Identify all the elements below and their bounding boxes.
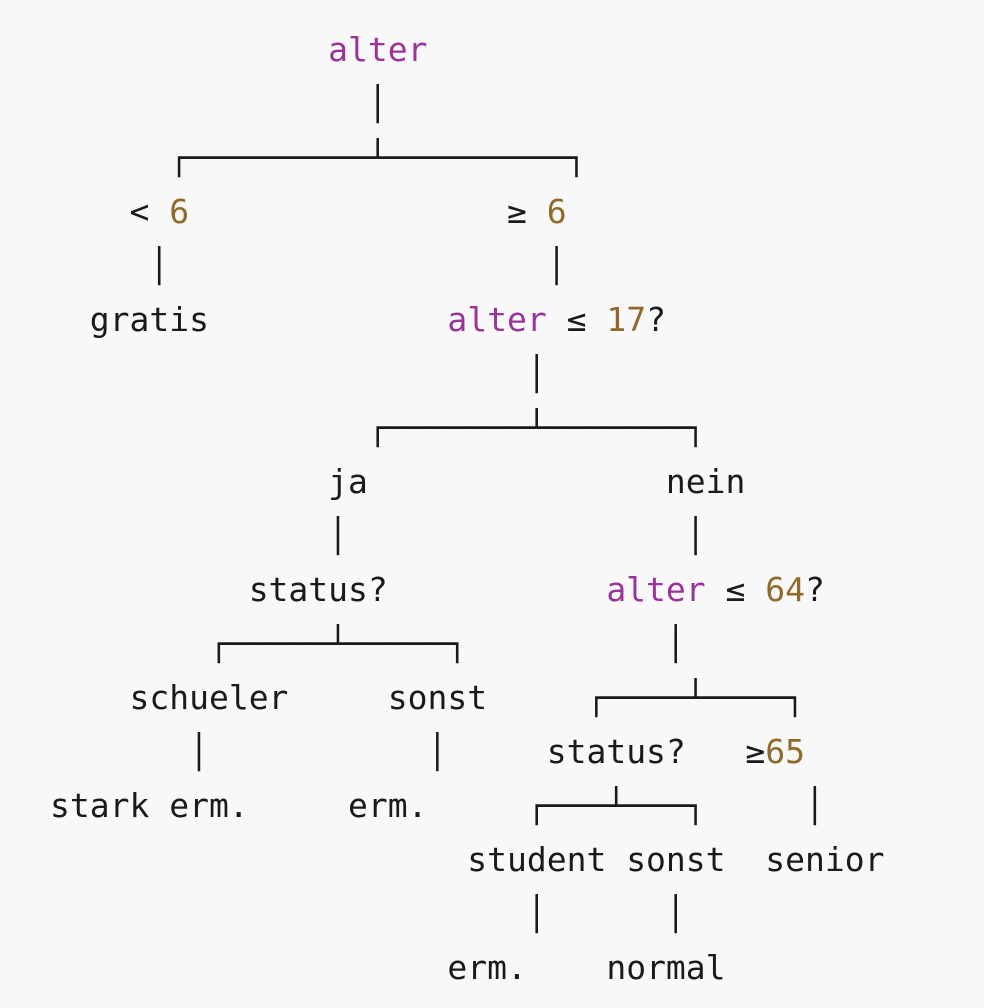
tree-line: │ │ — [50, 239, 885, 293]
tree-line: student sonst senior — [50, 833, 885, 887]
branch-label-nein: nein — [665, 462, 746, 501]
tree-line: │ │ status? ≥65 — [50, 725, 885, 779]
root-node-alter: alter — [328, 30, 428, 69]
leaf-gratis: gratis — [89, 300, 209, 339]
branch-label-lt: < — [129, 192, 170, 231]
edge-connector: │ — [665, 624, 686, 663]
branch-connector: ┌─────┴─────┐ — [208, 624, 468, 663]
edge-connector: │ — [427, 732, 448, 771]
node-variable: alter — [606, 570, 706, 609]
leaf-erm: erm. — [447, 948, 527, 987]
tree-line: │ │ — [50, 509, 885, 563]
edge-connector: │ — [189, 732, 209, 771]
branch-value: 6 — [169, 192, 190, 231]
tree-line: ┌─────────┴─────────┐ — [50, 131, 885, 185]
branch-label-student: student — [467, 840, 607, 879]
edge-connector: │ — [328, 516, 349, 555]
tree-line: gratis alter ≤ 17? — [50, 293, 885, 347]
leaf-senior: senior — [765, 840, 885, 879]
edge-connector: │ — [526, 354, 547, 393]
branch-value: 6 — [546, 192, 567, 231]
branch-connector: ┌───┴───┐ — [526, 786, 706, 825]
node-question: ? — [805, 570, 825, 609]
branch-connector: ┌─────────┴─────────┐ — [169, 138, 587, 177]
decision-tree: alter │ ┌─────────┴─────────┐ < 6 ≥ 6 │ … — [50, 23, 885, 995]
tree-line: │ — [50, 347, 885, 401]
tree-line: status? alter ≤ 64? — [50, 563, 885, 617]
edge-connector: │ — [805, 786, 825, 825]
tree-line: │ │ — [50, 887, 885, 941]
tree-line: alter — [50, 23, 885, 77]
node-question: ? — [646, 300, 666, 339]
tree-line: erm. normal — [50, 941, 885, 995]
leaf-erm: erm. — [348, 786, 428, 825]
edge-connector: │ — [665, 894, 686, 933]
node-operator: ≤ — [705, 570, 766, 609]
tree-line: ja nein — [50, 455, 885, 509]
leaf-stark-erm: stark erm. — [50, 786, 249, 825]
branch-connector: ┌───────┴───────┐ — [367, 408, 706, 447]
node-status: status? — [248, 570, 388, 609]
edge-connector: │ — [526, 894, 547, 933]
node-variable: alter — [447, 300, 547, 339]
edge-connector: │ — [546, 246, 567, 285]
node-threshold: 64 — [765, 570, 806, 609]
branch-label-sonst: sonst — [387, 678, 488, 717]
branch-label-ge: ≥ — [745, 732, 766, 771]
tree-line: stark erm. erm. ┌───┴───┐ │ — [50, 779, 885, 833]
edge-connector: │ — [367, 84, 388, 123]
branch-label-ge: ≥ — [507, 192, 547, 231]
tree-line: < 6 ≥ 6 — [50, 185, 885, 239]
node-operator: ≤ — [546, 300, 607, 339]
leaf-normal: normal — [606, 948, 726, 987]
branch-label-sonst: sonst — [626, 840, 726, 879]
edge-connector: │ — [685, 516, 706, 555]
tree-line: │ — [50, 77, 885, 131]
branch-label-ja: ja — [328, 462, 368, 501]
node-threshold: 17 — [606, 300, 647, 339]
branch-connector: ┌────┴────┐ — [586, 678, 806, 717]
tree-line: ┌───────┴───────┐ — [50, 401, 885, 455]
tree-line: ┌─────┴─────┐ │ — [50, 617, 885, 671]
node-status: status? — [546, 732, 686, 771]
branch-label-schueler: schueler — [129, 678, 289, 717]
edge-connector: │ — [149, 246, 170, 285]
tree-line: schueler sonst ┌────┴────┐ — [50, 671, 885, 725]
branch-value: 65 — [765, 732, 806, 771]
